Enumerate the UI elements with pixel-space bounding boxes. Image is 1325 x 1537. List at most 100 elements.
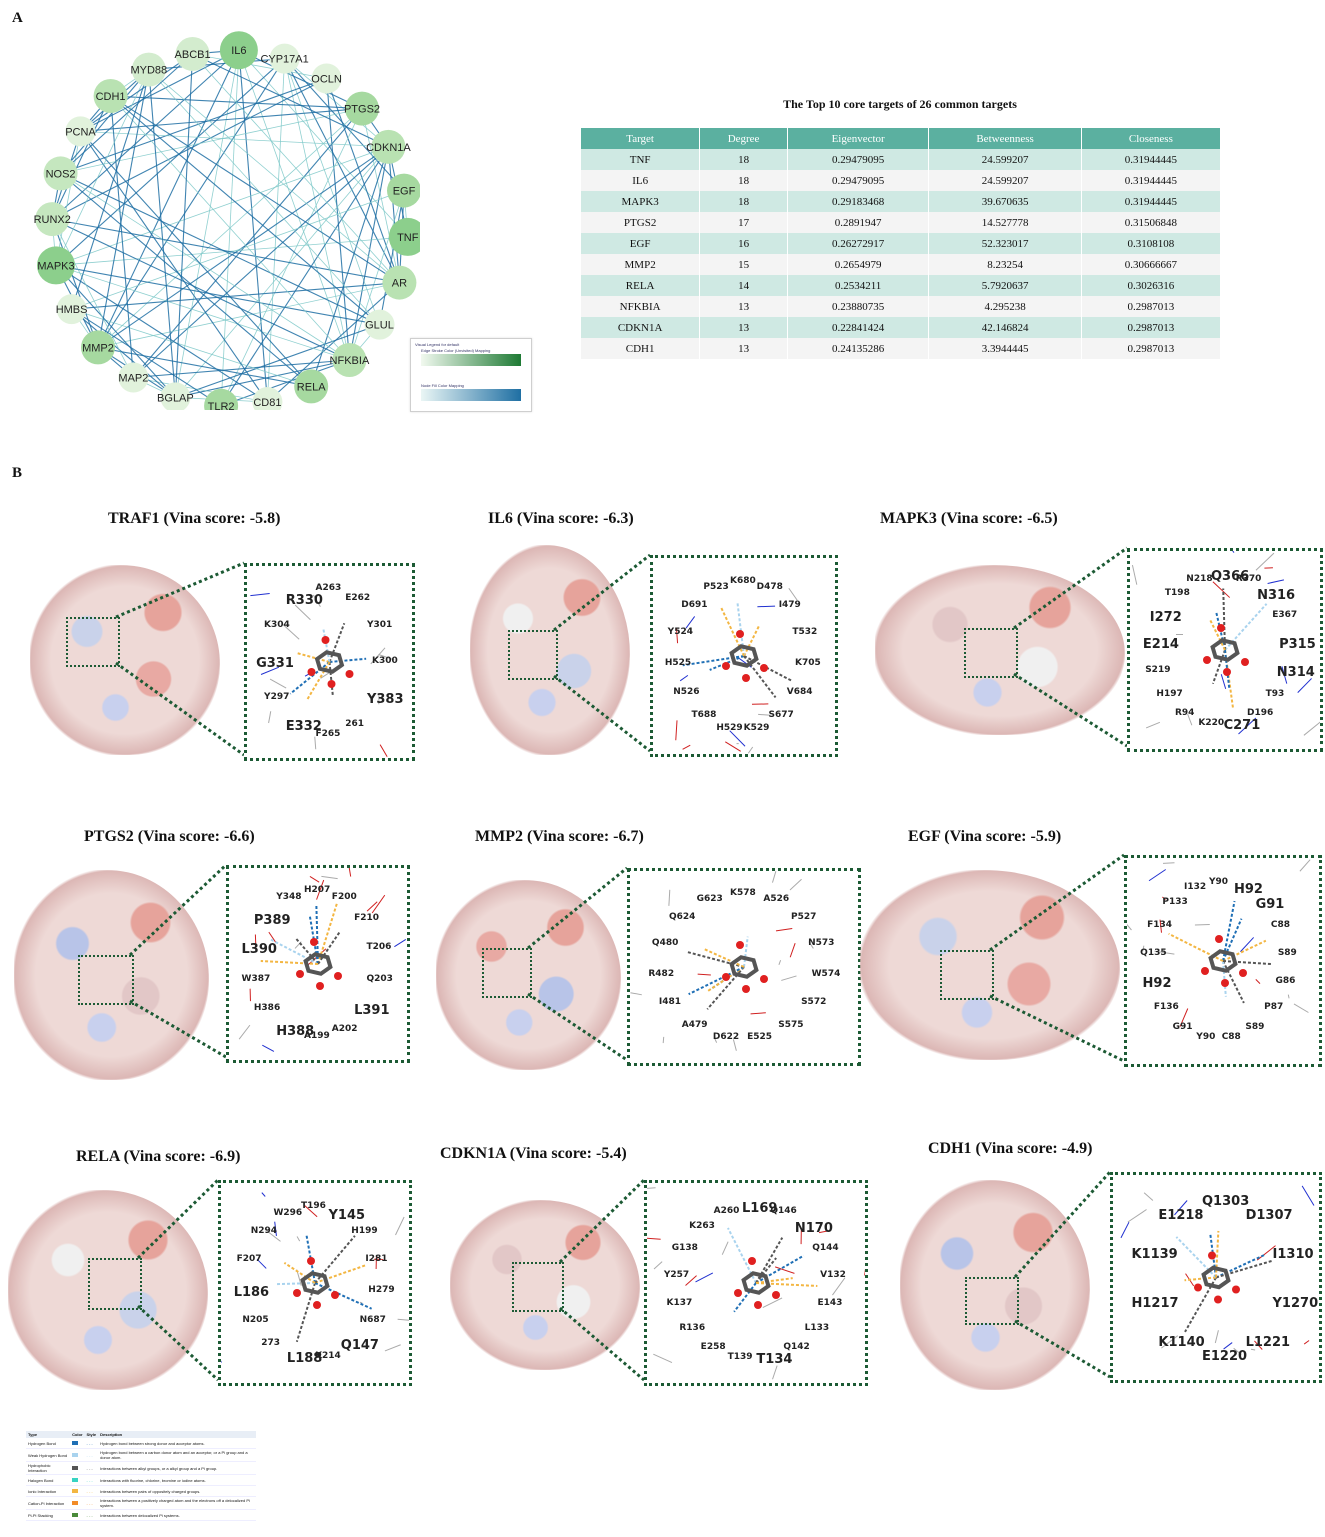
residue-stick [309, 875, 320, 883]
legend-color [70, 1485, 85, 1497]
network-node: ABCB1 [175, 36, 211, 71]
docking-title: EGF (Vina score: -5.9) [908, 828, 1062, 845]
residue-label: G623 [696, 894, 723, 905]
residue-label: N205 [242, 1315, 269, 1325]
residue-stick [1162, 896, 1166, 901]
interaction-line [743, 625, 760, 657]
network-edge [80, 131, 389, 148]
network-edge [110, 95, 350, 361]
interaction-line [270, 938, 319, 965]
network-edge [175, 50, 240, 398]
residue-label: K705 [795, 657, 821, 668]
network-edge [60, 172, 380, 326]
residue-label: Y383 [366, 692, 404, 708]
table-cell: 4.295238 [928, 296, 1082, 317]
residue-label: H1217 [1131, 1295, 1179, 1311]
residue-label: A526 [763, 894, 790, 905]
ligand-diagram [238, 868, 407, 1052]
residue-stick [294, 604, 311, 621]
oxygen-atom [760, 975, 768, 983]
residue-label: T688 [691, 710, 717, 721]
node-circle [204, 388, 239, 410]
legend-node-label: Node Fill Color Mapping [421, 383, 464, 388]
legend-row: Halogen Bond- - -Interactions with fluor… [26, 1474, 256, 1486]
network-edge [71, 190, 405, 310]
network-edge [71, 308, 312, 387]
residue-stick [732, 1039, 737, 1051]
network-edge [238, 49, 363, 110]
legend-description: Interactions between pairs of oppositely… [98, 1485, 256, 1497]
interaction-line [1224, 649, 1231, 688]
residue-label: S677 [768, 710, 794, 721]
interaction-line [703, 948, 745, 968]
residue-label: S89 [1277, 947, 1297, 958]
residue-stick [781, 975, 797, 981]
node-circle [81, 330, 116, 365]
binding-site-box [965, 1277, 1019, 1325]
table-cell: 14.527778 [928, 212, 1082, 233]
residue-label: D691 [681, 600, 708, 611]
legend-style: - - - [84, 1496, 99, 1510]
table-cell: 0.29479095 [787, 170, 930, 191]
oxygen-atom [1223, 668, 1231, 676]
residue-stick [647, 1187, 656, 1189]
residue-stick [713, 1037, 718, 1043]
residue-stick [725, 741, 741, 752]
color-swatch [72, 1452, 79, 1457]
table-cell: 13 [699, 338, 788, 359]
residue-stick [397, 1318, 409, 1321]
node-label: IL6 [231, 45, 246, 57]
node-circle [65, 116, 96, 147]
legend-style: - - - [84, 1474, 99, 1486]
residue-label: Q144 [812, 1243, 839, 1254]
residue-stick [312, 594, 321, 607]
residue-stick [758, 713, 771, 716]
network-edge [284, 58, 350, 361]
interaction-line [755, 1237, 784, 1284]
table-cell: CDH1 [581, 338, 701, 359]
residue-stick [1120, 1221, 1130, 1239]
network-edge [174, 53, 194, 398]
residue-stick [268, 931, 277, 944]
residue-label: F136 [1153, 1002, 1179, 1013]
node-label: MAP2 [118, 373, 148, 385]
network-edge [51, 95, 112, 220]
network-edge [97, 346, 312, 387]
table-cell: 0.2534211 [787, 275, 930, 296]
residue-stick [1281, 666, 1288, 684]
interaction-line [755, 1282, 818, 1287]
residue-label: C88 [1221, 1031, 1241, 1042]
residue-stick [269, 678, 287, 689]
network-node: TLR2 [204, 388, 239, 410]
network-node: MMP2 [81, 330, 116, 365]
binding-site-box [88, 1258, 142, 1310]
residue-label: W296 [273, 1207, 303, 1218]
node-label: CDH1 [96, 91, 126, 103]
residue-label: Y301 [366, 619, 393, 630]
table-cell: 17 [699, 212, 788, 233]
node-label: AR [392, 278, 407, 290]
network-node: IL6 [219, 31, 258, 70]
interaction-line [295, 937, 319, 965]
node-circle [118, 362, 149, 393]
residue-stick [775, 927, 793, 932]
node-label: PCNA [65, 126, 96, 138]
interaction-line [305, 1235, 316, 1284]
legend-color [70, 1438, 85, 1449]
binding-site-box [508, 630, 558, 680]
residue-stick [789, 878, 802, 891]
residue-stick [697, 973, 711, 976]
node-label: TNF [397, 232, 419, 244]
network-node: PCNA [65, 116, 96, 147]
oxygen-atom [313, 1301, 321, 1309]
residue-label: G138 [671, 1243, 698, 1254]
network-node: RELA [294, 369, 329, 404]
node-label: ABCB1 [175, 49, 211, 61]
legend-header-cell: Color [70, 1431, 85, 1438]
docking-title: PTGS2 (Vina score: -6.6) [84, 828, 255, 845]
residue-label: R136 [679, 1322, 706, 1333]
